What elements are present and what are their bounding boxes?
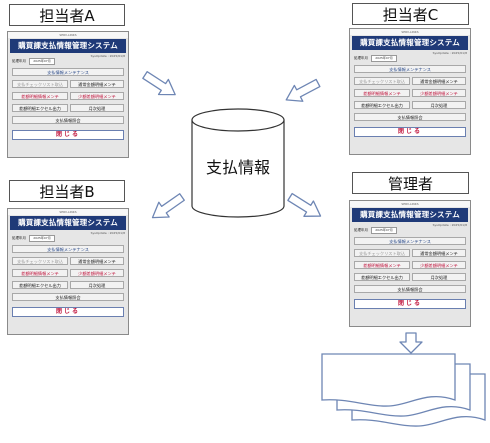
arrow-db-to-admin	[284, 188, 326, 225]
label-tantousha-b: 担当者B	[9, 180, 125, 202]
processing-month-input[interactable]: 2025年07月	[371, 55, 397, 62]
small-diff-detail-button[interactable]: 少額差額明細メンテ	[70, 92, 124, 100]
diff-detail-button[interactable]: 差額明細情報メンテ	[354, 261, 410, 269]
close-button[interactable]: 閉じる	[354, 127, 466, 137]
payment-inquiry-button[interactable]: 支払情報照会	[354, 113, 466, 121]
sys-update-date: SysUpdate : 2025/01/8	[432, 51, 467, 55]
arrow-db-to-b	[146, 188, 188, 226]
checklist-import-button[interactable]: 支払チェックリスト取込	[12, 257, 68, 265]
window-topbar: SERV-LINKS	[8, 209, 128, 215]
label-tantousha-a: 担当者A	[9, 4, 125, 26]
processing-month-input[interactable]: 2025年07月	[29, 235, 55, 242]
maintenance-button[interactable]: 支払情報メンテナンス	[354, 65, 466, 73]
close-button[interactable]: 閉じる	[12, 307, 124, 317]
checklist-import-button[interactable]: 支払チェックリスト取込	[12, 80, 68, 88]
checklist-import-button[interactable]: 支払チェックリスト取込	[354, 77, 410, 85]
form-panel-c: SERV-LINKS 購買課支払情報管理システム SysUpdate : 202…	[349, 28, 471, 155]
close-button[interactable]: 閉じる	[12, 130, 124, 140]
normal-detail-button[interactable]: 通常金額明細メンテ	[70, 80, 124, 88]
sys-update-date: SysUpdate : 2025/01/8	[432, 223, 467, 227]
processing-month-label: 処理年月	[12, 236, 26, 240]
excel-output-button[interactable]: 差額明細エクセル出力	[12, 104, 68, 112]
payment-inquiry-button[interactable]: 支払情報照会	[354, 285, 466, 293]
payment-inquiry-button[interactable]: 支払情報照会	[12, 293, 124, 301]
monthly-process-button[interactable]: 月次処理	[70, 281, 124, 289]
monthly-process-button[interactable]: 月次処理	[412, 273, 466, 281]
window-topbar: SERV-LINKS	[8, 32, 128, 38]
processing-month-input[interactable]: 2025年07月	[371, 227, 397, 234]
diff-detail-button[interactable]: 差額明細情報メンテ	[12, 269, 68, 277]
system-title: 購買課支払情報管理システム	[10, 39, 126, 53]
processing-month-label: 処理年月	[12, 59, 26, 63]
system-title: 購買課支払情報管理システム	[352, 208, 468, 222]
form-panel-admin: SERV-LINKS 購買課支払情報管理システム SysUpdate : 202…	[349, 200, 471, 327]
processing-month-label: 処理年月	[354, 228, 368, 232]
excel-output-button[interactable]: 差額明細エクセル出力	[354, 273, 410, 281]
system-title: 購買課支払情報管理システム	[352, 36, 468, 50]
system-title: 購買課支払情報管理システム	[10, 216, 126, 230]
diff-detail-button[interactable]: 差額明細情報メンテ	[354, 89, 410, 97]
maintenance-button[interactable]: 支払情報メンテナンス	[12, 68, 124, 76]
arrow-c-to-db	[281, 74, 323, 109]
database-cylinder	[191, 108, 285, 218]
label-tantousha-c: 担当者C	[352, 3, 469, 25]
excel-output-button[interactable]: 差額明細エクセル出力	[354, 101, 410, 109]
small-diff-detail-button[interactable]: 少額差額明細メンテ	[412, 89, 466, 97]
payment-inquiry-button[interactable]: 支払情報照会	[12, 116, 124, 124]
excel-output-button[interactable]: 差額明細エクセル出力	[12, 281, 68, 289]
label-kanrisha: 管理者	[352, 172, 469, 194]
monthly-process-button[interactable]: 月次処理	[412, 101, 466, 109]
database-label: 支払情報	[205, 158, 270, 177]
window-topbar: SERV-LINKS	[350, 29, 470, 35]
arrow-a-to-db	[139, 66, 181, 103]
processing-month-label: 処理年月	[354, 56, 368, 60]
normal-detail-button[interactable]: 通常金額明細メンテ	[70, 257, 124, 265]
arrow-admin-to-docs	[399, 332, 423, 354]
documents-stack	[321, 353, 486, 427]
small-diff-detail-button[interactable]: 少額差額明細メンテ	[70, 269, 124, 277]
maintenance-button[interactable]: 支払情報メンテナンス	[12, 245, 124, 253]
sys-update-date: SysUpdate : 2025/01/8	[90, 231, 125, 235]
small-diff-detail-button[interactable]: 少額差額明細メンテ	[412, 261, 466, 269]
maintenance-button[interactable]: 支払情報メンテナンス	[354, 237, 466, 245]
processing-month-input[interactable]: 2025年07月	[29, 58, 55, 65]
form-panel-a: SERV-LINKS 購買課支払情報管理システム SysUpdate : 202…	[7, 31, 129, 158]
normal-detail-button[interactable]: 通常金額明細メンテ	[412, 77, 466, 85]
form-panel-b: SERV-LINKS 購買課支払情報管理システム SysUpdate : 202…	[7, 208, 129, 335]
window-topbar: SERV-LINKS	[350, 201, 470, 207]
diff-detail-button[interactable]: 差額明細情報メンテ	[12, 92, 68, 100]
monthly-process-button[interactable]: 月次処理	[70, 104, 124, 112]
sys-update-date: SysUpdate : 2025/01/8	[90, 54, 125, 58]
close-button[interactable]: 閉じる	[354, 299, 466, 309]
checklist-import-button[interactable]: 支払チェックリスト取込	[354, 249, 410, 257]
normal-detail-button[interactable]: 通常金額明細メンテ	[412, 249, 466, 257]
